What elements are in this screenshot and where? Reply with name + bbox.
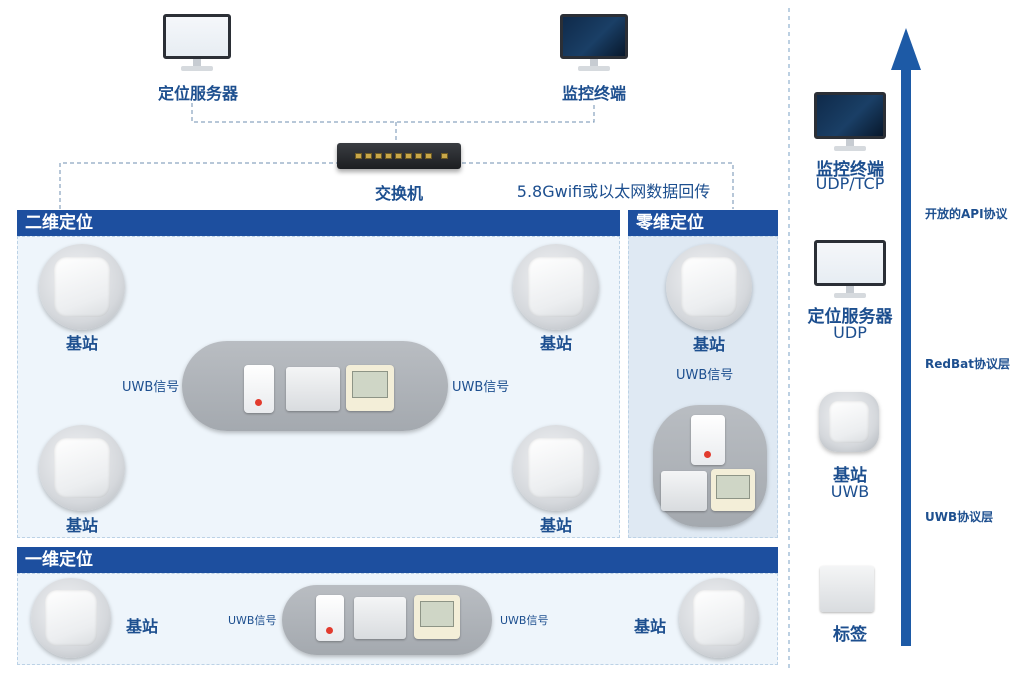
base-station-icon [666, 244, 752, 330]
section-banner-1d: 一维定位 [17, 547, 778, 573]
layer-label-uwb: UWB协议层 [925, 510, 994, 524]
server-monitor-link [191, 103, 595, 123]
base-station-icon [39, 244, 125, 330]
base-station-icon [679, 578, 759, 658]
stack-station-protocol: UWB [830, 482, 870, 501]
section-banner-0d: 零维定位 [628, 210, 778, 236]
backhaul-link [59, 162, 734, 209]
uwb-signal-label: UWB信号 [452, 380, 510, 395]
screen-tag-icon [346, 365, 394, 411]
badge-tag-icon [691, 415, 725, 465]
screen-tag-icon [711, 469, 755, 511]
tag-group-0d [653, 405, 767, 527]
stack-tag-label: 标签 [833, 625, 867, 645]
stack-server-label: 定位服务器 [807, 307, 893, 327]
backhaul-label: 5.8Gwifi或以太网数据回传 [516, 182, 711, 201]
section-banner-2d: 二维定位 [17, 210, 620, 236]
badge-tag-icon [316, 595, 344, 641]
box-tag-icon [286, 367, 340, 411]
stack-station-label: 基站 [833, 466, 867, 486]
uwb-signal-label: UWB信号 [676, 368, 734, 383]
up-arrow-icon [891, 28, 921, 70]
server-label: 定位服务器 [157, 84, 238, 103]
station-label: 基站 [65, 516, 98, 535]
server-monitor-icon [814, 240, 886, 302]
layer-label-api: 开放的API协议 [925, 207, 1008, 221]
uwb-signal-label: UWB信号 [500, 614, 549, 627]
box-tag-icon [820, 566, 874, 612]
station-label: 基站 [539, 516, 572, 535]
screen-tag-icon [414, 595, 460, 639]
layer-label-redbat: RedBat协议层 [925, 357, 1010, 371]
box-tag-icon [661, 471, 707, 511]
tag-group-1d [282, 585, 492, 655]
uwb-signal-label: UWB信号 [122, 380, 180, 395]
tag-group-2d [182, 341, 448, 431]
monitor-label: 监控终端 [561, 84, 626, 103]
switch-label: 交换机 [374, 184, 423, 203]
monitoring-terminal-icon [560, 14, 628, 74]
station-label: 基站 [633, 617, 666, 636]
badge-tag-icon [244, 365, 274, 413]
protocol-arrow-shaft [901, 68, 911, 646]
station-label: 基站 [125, 617, 158, 636]
server-monitor-icon [163, 14, 231, 74]
stack-server-protocol: UDP [833, 323, 867, 342]
base-station-icon [819, 392, 879, 452]
stack-monitor-label: 监控终端 [816, 160, 884, 180]
base-station-icon [513, 244, 599, 330]
station-label: 基站 [539, 334, 572, 353]
box-tag-icon [354, 597, 406, 639]
station-label: 基站 [65, 334, 98, 353]
network-switch-icon [337, 143, 461, 169]
station-label: 基站 [692, 335, 725, 354]
monitoring-terminal-icon [814, 92, 886, 156]
uwb-signal-label: UWB信号 [228, 614, 277, 627]
base-station-icon [513, 425, 599, 511]
stack-monitor-protocol: UDP/TCP [815, 174, 885, 193]
base-station-icon [31, 578, 111, 658]
base-station-icon [39, 425, 125, 511]
